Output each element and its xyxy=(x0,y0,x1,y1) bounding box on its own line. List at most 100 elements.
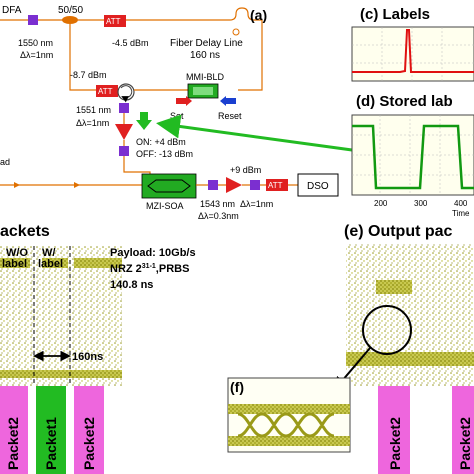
tick-400: 400 xyxy=(454,199,468,208)
packet-1-text: Packet1 xyxy=(43,417,59,470)
output-level-mid xyxy=(346,352,474,366)
panel-d-stored: (d) Stored lab 200 300 400 Time xyxy=(351,93,474,218)
delay-fiber xyxy=(126,7,263,91)
panel-a-setup: DFA 50/50 ATT 1550 nm Δλ=1nm -4.5 dBm Fi… xyxy=(0,5,353,221)
amplifier-2-icon xyxy=(226,177,242,193)
eye-top-rail xyxy=(228,404,350,414)
level-low xyxy=(0,370,122,378)
level-high-1 xyxy=(0,258,30,268)
label-trace xyxy=(352,29,474,73)
panel-a-label: (a) xyxy=(250,7,267,23)
stored-label-trace xyxy=(352,124,474,190)
bandwidth-3-label: Δλ=0.3nm xyxy=(198,211,239,221)
mzi-arms xyxy=(147,179,191,193)
load-label: ad xyxy=(0,157,10,167)
packet-2b-text: Packet2 xyxy=(81,417,97,470)
w-label-1: W/ xyxy=(42,247,55,259)
filter-4-icon xyxy=(208,180,218,190)
duration-label: 140.8 ns xyxy=(110,279,153,291)
eye-crossings xyxy=(237,412,335,438)
w-label-2: label xyxy=(38,258,63,270)
nrz-label: NRZ 231-1,PRBS xyxy=(110,263,189,275)
panel-c-title: (c) Labels xyxy=(360,6,430,23)
lambda-1-label: 1550 nm xyxy=(18,38,53,48)
output-packet-2b-bar xyxy=(452,386,474,474)
power-2-label: -8.7 dBm xyxy=(70,70,107,80)
green-pointer-arrow xyxy=(156,114,353,152)
level-high-2 xyxy=(42,258,68,268)
mzi-soa-label: MZI-SOA xyxy=(146,201,184,211)
coupler-icon xyxy=(62,16,78,24)
panel-e-title: (e) Output pac xyxy=(344,223,453,240)
tick-200: 200 xyxy=(374,199,388,208)
panel-f-label: (f) xyxy=(230,379,244,395)
edfa-label: DFA xyxy=(2,5,22,16)
mmi-bld-label: MMI-BLD xyxy=(186,72,225,82)
green-arrow-head-icon xyxy=(136,120,152,130)
zoom-circle xyxy=(362,305,412,355)
packet-2b-bar xyxy=(74,386,104,474)
dso-box xyxy=(297,173,339,197)
set-label: Set xyxy=(170,111,184,121)
on-power-label: ON: +4 dBm xyxy=(136,137,186,147)
attenuator-3-label: ATT xyxy=(268,181,283,190)
filter-3-icon xyxy=(119,146,129,156)
set-arrow-icon xyxy=(176,98,186,104)
packet-2-bar xyxy=(0,386,28,474)
filter-icon xyxy=(28,15,38,25)
fiber-line xyxy=(69,24,96,91)
delay-line-label: Fiber Delay Line xyxy=(170,38,243,49)
attenuator-2 xyxy=(96,85,118,97)
lambda-2-label: 1551 nm xyxy=(76,105,111,115)
arrow-icon xyxy=(74,182,80,188)
output-packet-2b-text: Packet2 xyxy=(457,417,473,470)
panel-d-title: (d) Stored lab xyxy=(356,93,453,110)
payload-label: Payload: 10Gb/s xyxy=(110,247,196,259)
wo-label-1: W/O xyxy=(6,247,28,259)
output-packet-2-text: Packet2 xyxy=(387,417,403,470)
panel-b-title: ackets xyxy=(0,223,50,240)
filter-5-icon xyxy=(250,180,260,190)
wo-label-2: label xyxy=(2,258,27,270)
att-1-power: -4.5 dBm xyxy=(112,38,149,48)
arrow-icon xyxy=(14,182,20,188)
coupler-label: 50/50 xyxy=(58,5,83,16)
off-power-label: OFF: -13 dBm xyxy=(136,149,193,159)
filter-2-icon xyxy=(119,103,129,113)
delay-length: 160 ns xyxy=(190,50,220,61)
attenuator-1 xyxy=(104,15,126,27)
reset-arrow-head-icon xyxy=(220,96,226,106)
fiber-coil-icon xyxy=(232,28,240,36)
panel-b-packets: ackets W/O label W/ label Payload: 10Gb/… xyxy=(0,223,196,474)
output-packet-2-bar xyxy=(378,386,410,474)
panel-f-eye: (f) xyxy=(227,377,351,453)
packet-2-text: Packet2 xyxy=(5,417,21,470)
mzi-soa-device xyxy=(141,173,197,199)
span-label: 160ns xyxy=(72,351,103,363)
panel-e-output: (e) Output pac Packet2 Packet2 xyxy=(333,223,474,474)
eye-bottom-rail xyxy=(228,436,350,446)
packet-1-bar xyxy=(36,386,66,474)
dso-label: DSO xyxy=(307,181,329,192)
amplifier-icon xyxy=(115,124,133,140)
green-arrow-icon xyxy=(140,112,148,122)
tick-300: 300 xyxy=(414,199,428,208)
lambda-3-label: 1543 nm xyxy=(200,199,235,209)
circulator-arrow-icon xyxy=(120,85,133,103)
attenuator-1-label: ATT xyxy=(106,17,121,26)
mmi-bld-chip xyxy=(193,87,213,95)
time-axis-label: Time xyxy=(452,209,470,218)
reset-label: Reset xyxy=(218,111,242,121)
power-3-label: +9 dBm xyxy=(230,165,261,175)
attenuator-2-label: ATT xyxy=(98,87,113,96)
panel-b-scope xyxy=(0,246,122,386)
bandwidth-4-label: Δλ=1nm xyxy=(240,199,273,209)
reset-arrow-icon xyxy=(226,98,236,104)
level-high-3 xyxy=(74,258,122,268)
panel-d-grid xyxy=(352,115,474,195)
bandwidth-2-label: Δλ=1nm xyxy=(76,118,109,128)
bandwidth-1-label: Δλ=1nm xyxy=(20,50,53,60)
output-level-high xyxy=(376,280,412,294)
panel-c-labels: (c) Labels xyxy=(351,6,474,82)
